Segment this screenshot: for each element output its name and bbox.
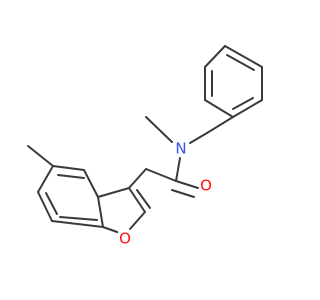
bond — [52, 165, 85, 171]
bond — [175, 180, 199, 189]
bond — [206, 116, 234, 134]
bond — [97, 196, 104, 228]
atom-label-bg — [118, 231, 132, 247]
bond — [145, 116, 173, 143]
bond — [175, 157, 181, 182]
atom-label-bg — [199, 178, 213, 194]
bond — [59, 216, 98, 221]
bond — [224, 45, 263, 68]
bond — [51, 220, 104, 228]
bond — [102, 226, 121, 234]
bonds — [27, 45, 263, 234]
bond — [83, 169, 99, 198]
bond — [232, 99, 263, 118]
bond — [37, 165, 54, 193]
bond — [97, 187, 130, 198]
bond — [226, 54, 255, 71]
bond — [145, 168, 177, 182]
atom-labels: N O O — [118, 140, 213, 248]
bond — [128, 168, 147, 189]
bond — [45, 192, 58, 215]
bond — [128, 187, 146, 213]
nitrogen-label: N — [175, 140, 186, 158]
bond — [189, 132, 208, 144]
bond — [57, 174, 85, 179]
molecule-structure: N O O — [27, 45, 263, 248]
bond — [171, 189, 195, 198]
bond — [232, 97, 254, 110]
molecule-canvas: N O O — [27, 45, 263, 248]
atom-label-bg — [173, 141, 187, 157]
carbonyl-oxygen-label: O — [200, 177, 212, 195]
bond — [27, 145, 54, 167]
furan-oxygen-label: O — [119, 230, 131, 248]
bond — [204, 45, 226, 68]
bond — [204, 99, 234, 118]
bond — [136, 189, 151, 209]
bond — [129, 211, 146, 230]
bond — [37, 191, 53, 222]
